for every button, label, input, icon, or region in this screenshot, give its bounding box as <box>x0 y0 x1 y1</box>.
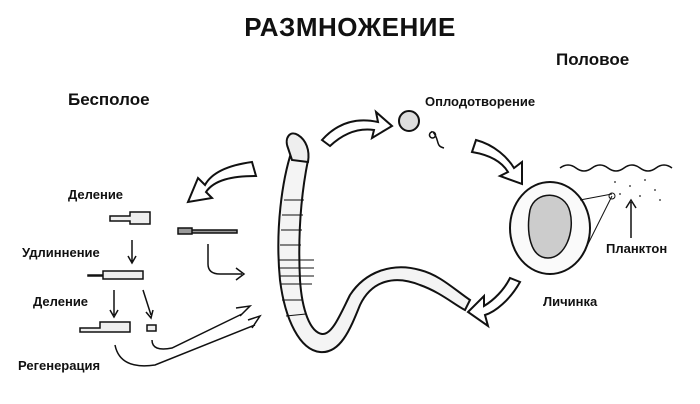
worm-head <box>285 132 310 164</box>
regeneration-label: Регенерация <box>18 358 101 373</box>
larva <box>527 194 572 259</box>
worm <box>277 148 472 354</box>
larva-label: Личинка <box>543 294 598 309</box>
worm-segments <box>279 199 314 317</box>
fragment-regen <box>177 227 238 235</box>
arrow-from-larva <box>466 276 522 329</box>
division-label-2: Деление <box>33 294 89 309</box>
fragment-1 <box>109 211 151 225</box>
fragment-2 <box>87 270 144 280</box>
elongation-label: Удлиннение <box>22 245 100 260</box>
egg <box>398 110 420 132</box>
fragment-4 <box>146 324 157 332</box>
arrow-to-asexual <box>186 160 258 204</box>
plankton-label: Планктон <box>606 241 668 256</box>
page-title: РАЗМНОЖЕНИЕ <box>244 12 456 42</box>
fertilization-label: Оплодотворение <box>425 94 536 109</box>
arrow-to-fertilization <box>320 109 394 148</box>
fragment-3 <box>79 321 131 333</box>
sexual-label: Половое <box>556 50 630 69</box>
asexual-label: Бесполое <box>68 90 150 109</box>
water-waves <box>559 164 673 172</box>
plankton-arrow <box>625 198 637 238</box>
plankton-dots <box>614 179 661 201</box>
arrow-to-larva <box>470 138 523 186</box>
division-label-1: Деление <box>68 187 124 202</box>
sperm <box>428 130 445 149</box>
